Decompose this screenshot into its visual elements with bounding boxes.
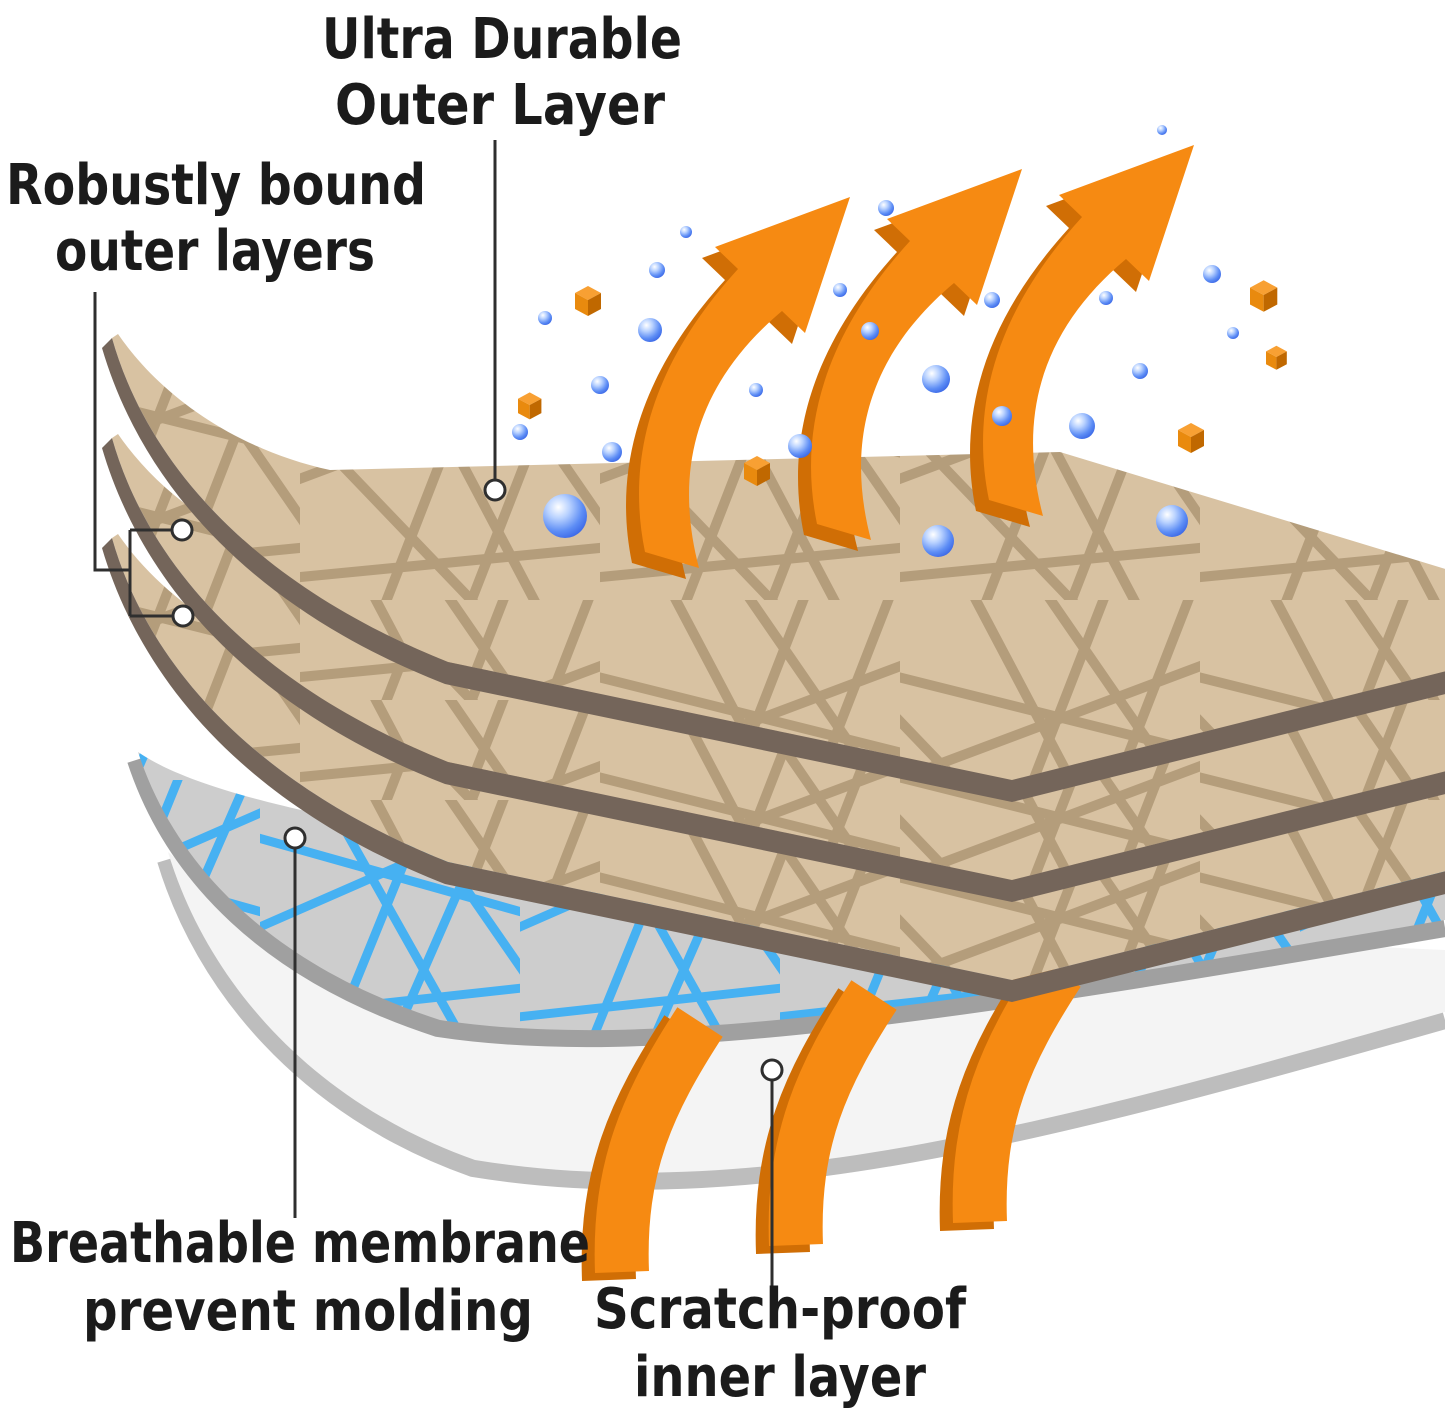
water-droplet (543, 494, 587, 538)
leader-inner-layer (760, 1058, 784, 1288)
label-membrane-line2: prevent molding (83, 1279, 533, 1344)
leader-membrane (283, 826, 307, 1218)
water-droplet (922, 365, 950, 393)
inner-layer-edge (157, 857, 1445, 1190)
water-droplet (512, 424, 528, 440)
water-droplet (1069, 413, 1095, 439)
water-droplets (512, 125, 1239, 557)
water-droplet (922, 525, 954, 557)
label-bound-layers-line2: outer layers (55, 219, 375, 284)
membrane-edge (127, 757, 1445, 1048)
label-inner-layer-line2: inner layer (634, 1345, 926, 1410)
water-droplet (649, 262, 665, 278)
water-droplet (538, 311, 552, 325)
water-droplet (1132, 363, 1148, 379)
leader-circle-marker (283, 826, 307, 850)
water-droplet (1099, 291, 1113, 305)
label-bound-layers-line1: Robustly bound (6, 153, 426, 218)
water-droplet (680, 226, 692, 238)
leader-circle-marker (483, 478, 507, 502)
water-droplet (602, 442, 622, 462)
leader-circle-marker (171, 604, 195, 628)
water-droplet (1227, 327, 1239, 339)
leader-circle-marker (170, 518, 194, 542)
water-droplet (638, 318, 662, 342)
leader-circle-marker (760, 1058, 784, 1082)
water-droplet (833, 283, 847, 297)
water-droplet (984, 292, 1000, 308)
water-droplet (1157, 125, 1167, 135)
water-droplet (749, 383, 763, 397)
leader-bound-layers (93, 292, 195, 628)
water-droplet (788, 434, 812, 458)
label-inner-layer-line1: Scratch-proof (594, 1277, 967, 1342)
water-droplet (878, 200, 894, 216)
leader-line (93, 292, 130, 572)
leader-outer-layer (483, 140, 507, 502)
water-droplet (1203, 265, 1221, 283)
water-droplet (861, 322, 879, 340)
water-droplet (591, 376, 609, 394)
water-droplet (992, 406, 1012, 426)
label-outer-layer-line1: Ultra Durable (322, 7, 682, 72)
water-droplet (1156, 505, 1188, 537)
label-outer-layer-line2: Outer Layer (335, 73, 665, 138)
label-membrane-line1: Breathable membrane (10, 1211, 590, 1276)
